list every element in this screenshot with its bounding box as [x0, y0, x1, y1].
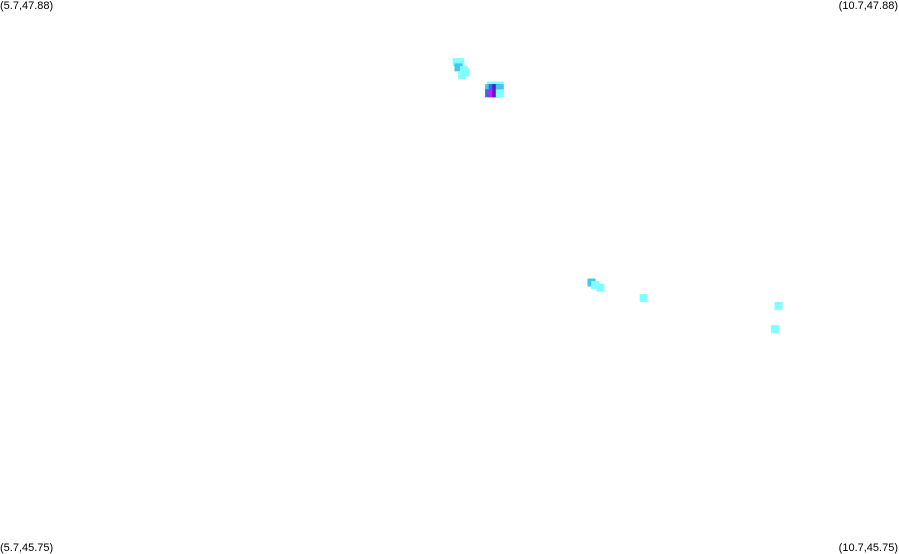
density-cell: [458, 71, 467, 80]
corner-label-top-left: (5.7,47.88): [0, 0, 54, 12]
density-cell: [495, 84, 504, 93]
density-cell: [774, 301, 783, 310]
corner-label-bottom-right: (10.7,45.75): [838, 542, 898, 554]
density-cell: [454, 63, 463, 72]
density-cell: [591, 281, 600, 290]
density-cell: [639, 294, 648, 302]
density-cell: [456, 58, 465, 67]
density-cell: [596, 283, 605, 292]
corner-label-top-right: (10.7,47.88): [838, 0, 898, 12]
density-cell: [770, 325, 779, 334]
corner-label-bottom-left: (5.7,45.75): [0, 542, 54, 554]
density-cell: [495, 89, 504, 98]
